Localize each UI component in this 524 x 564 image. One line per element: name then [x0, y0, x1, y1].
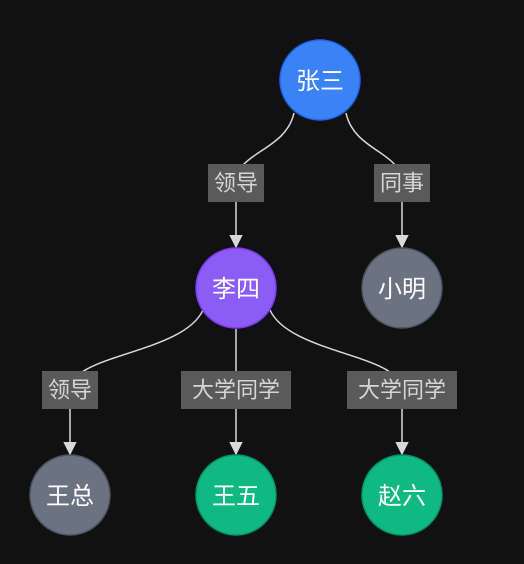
- node-circle[interactable]: [195, 454, 277, 536]
- node-lisi[interactable]: 李四: [195, 247, 277, 329]
- node-label: 小明: [378, 275, 426, 303]
- node-label: 赵六: [378, 482, 426, 510]
- edge-label-background: [347, 371, 457, 409]
- edge-label-background: [208, 164, 264, 202]
- node-circle[interactable]: [29, 454, 111, 536]
- node-label: 王五: [212, 482, 260, 510]
- edge-label: 领导: [214, 172, 258, 197]
- node-circle[interactable]: [361, 454, 443, 536]
- node-circle[interactable]: [195, 247, 277, 329]
- node-circle[interactable]: [279, 39, 361, 121]
- node-zhangsan[interactable]: 张三: [279, 39, 361, 121]
- edge-zhangsan-xiaoming: 同事: [345, 112, 430, 249]
- edge-label: 领导: [48, 379, 92, 404]
- edge-label: 大学同学: [192, 379, 280, 404]
- edge-lisi-wangzong: 领导: [42, 309, 204, 456]
- edge-label: 同事: [380, 172, 424, 197]
- edge-lisi-wangwu: 大学同学: [181, 329, 291, 456]
- edge-zhangsan-lisi: 领导: [208, 112, 295, 249]
- node-zhaoliu[interactable]: 赵六: [361, 454, 443, 536]
- node-xiaoming[interactable]: 小明: [361, 247, 443, 329]
- node-label: 张三: [296, 67, 344, 95]
- edge-label-background: [374, 164, 430, 202]
- node-label: 王总: [46, 482, 94, 510]
- edge-label-background: [181, 371, 291, 409]
- edge-label: 大学同学: [358, 379, 446, 404]
- edge-lisi-zhaoliu: 大学同学: [269, 309, 457, 456]
- node-wangwu[interactable]: 王五: [195, 454, 277, 536]
- edges-layer: 领导同事领导大学同学大学同学: [42, 112, 457, 456]
- node-label: 李四: [212, 275, 260, 303]
- node-circle[interactable]: [361, 247, 443, 329]
- edge-label-background: [42, 371, 98, 409]
- node-wangzong[interactable]: 王总: [29, 454, 111, 536]
